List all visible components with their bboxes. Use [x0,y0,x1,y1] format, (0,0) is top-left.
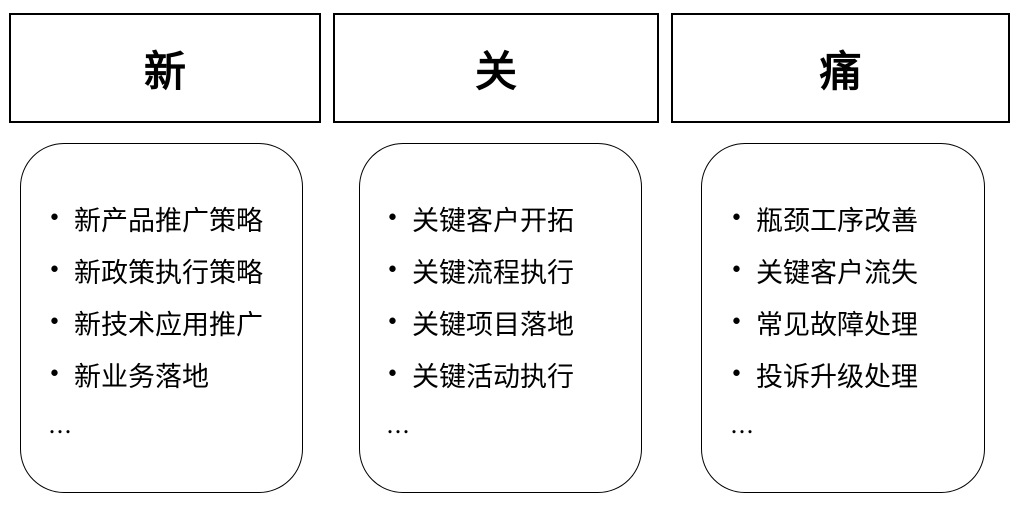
list-item: • 关键客户流失 [730,244,984,296]
more-ellipsis: … [386,411,411,439]
more-ellipsis: … [730,411,755,439]
header-new-label: 新 [143,46,186,96]
list-item: • 新产品推广策略 [48,192,302,244]
list-item-text: 新业务落地 [74,361,209,393]
bullet-icon: • [730,361,743,387]
bullet-icon: • [48,205,61,231]
list-item: • 投诉升级处理 [730,348,984,400]
list-item: • 关键项目落地 [386,296,641,348]
list-item: • 关键活动执行 [386,348,641,400]
bullet-icon: • [386,309,399,335]
panel-key: • 关键客户开拓 • 关键流程执行 • 关键项目落地 • 关键活动执行 … [359,143,642,493]
bullet-icon: • [730,309,743,335]
list-item-text: 关键项目落地 [412,309,574,341]
header-key: 关 [333,13,659,123]
list-item: • 新政策执行策略 [48,244,302,296]
more-ellipsis: … [48,411,73,439]
list-item-text: 关键客户开拓 [412,205,574,237]
bullet-icon: • [48,257,61,283]
bullet-icon: • [48,309,61,335]
header-pain-label: 痛 [819,46,862,96]
header-new: 新 [9,13,321,123]
panel-pain: • 瓶颈工序改善 • 关键客户流失 • 常见故障处理 • 投诉升级处理 … [701,143,985,493]
list-item: • 瓶颈工序改善 [730,192,984,244]
bullet-icon: • [386,257,399,283]
list-item-text: 投诉升级处理 [756,361,918,393]
list-item-text: 关键活动执行 [412,361,574,393]
bullet-icon: • [730,205,743,231]
list-item: • 关键客户开拓 [386,192,641,244]
list-item: • 新技术应用推广 [48,296,302,348]
header-key-label: 关 [474,46,517,96]
list-item-text: 新政策执行策略 [74,257,263,289]
list-item-text: 关键客户流失 [756,257,918,289]
bullet-icon: • [386,361,399,387]
header-pain: 痛 [671,13,1010,123]
bullet-icon: • [386,205,399,231]
list-item: • 常见故障处理 [730,296,984,348]
bullet-icon: • [48,361,61,387]
list-item: • 新业务落地 [48,348,302,400]
list-item-text: 新技术应用推广 [74,309,263,341]
list-item-text: 瓶颈工序改善 [756,205,918,237]
panel-new: • 新产品推广策略 • 新政策执行策略 • 新技术应用推广 • 新业务落地 … [20,143,303,493]
list-item-text: 关键流程执行 [412,257,574,289]
list-item-text: 新产品推广策略 [74,205,263,237]
list-item-text: 常见故障处理 [756,309,918,341]
list-item: • 关键流程执行 [386,244,641,296]
bullet-icon: • [730,257,743,283]
